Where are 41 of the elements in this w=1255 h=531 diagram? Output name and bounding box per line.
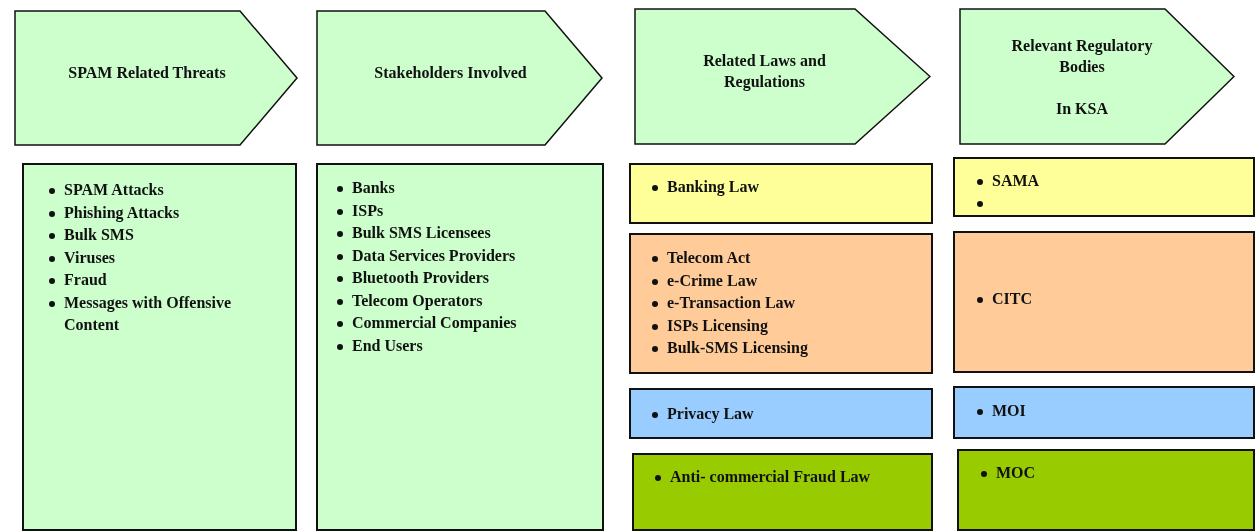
bullet-item: Anti- commercial Fraud Law	[670, 467, 872, 487]
list-panel	[316, 163, 604, 531]
bullet-item: MOC	[996, 463, 1037, 483]
bullet-item: Bluetooth Providers	[352, 268, 491, 288]
list-panel	[629, 388, 933, 439]
bullet-item: CITC	[992, 289, 1033, 309]
bullet-item: Telecom Act	[667, 248, 752, 268]
bullet-item: Viruses	[64, 247, 116, 268]
list-panel	[953, 157, 1255, 217]
heading-text: Stakeholders Involved	[374, 62, 527, 83]
bullet-item: Messages with Offensive Content	[64, 292, 233, 335]
bullet-item: e-Crime Law	[667, 270, 759, 291]
list-panel	[953, 386, 1255, 439]
bullet-item: Fraud	[64, 270, 108, 290]
list-panel	[957, 449, 1255, 531]
heading-text: Related Laws and Regulations	[702, 50, 827, 92]
bullet-item: ISPs Licensing	[667, 315, 769, 337]
bullet-item: Privacy Law	[667, 404, 755, 425]
bullet-item: SAMA	[992, 171, 1041, 191]
heading-text: In KSA	[1056, 98, 1108, 119]
bullet-item: End Users	[352, 335, 424, 356]
bullet-item: SPAM Attacks	[64, 180, 165, 200]
list-panel	[953, 231, 1255, 373]
list-panel	[22, 163, 297, 531]
heading-text: Relevant Regulatory Bodies	[1010, 35, 1154, 77]
bullet-item: Data Services Providers	[352, 245, 517, 266]
list-panel	[629, 233, 933, 374]
heading-text: SPAM Related Threats	[68, 62, 226, 83]
list-panel	[629, 163, 933, 224]
bullet-item: Banks	[352, 178, 396, 198]
bullet-item: Phishing Attacks	[64, 202, 181, 224]
bullet-item: Bulk SMS	[64, 225, 135, 245]
bullet-item: Commercial Companies	[352, 313, 518, 334]
bullet-item: e-Transaction Law	[667, 293, 797, 313]
bullet-item: ISPs	[352, 200, 385, 221]
list-panel	[632, 453, 933, 531]
bullet-item: Bulk SMS Licensees	[352, 223, 492, 243]
bullet-item: Banking Law	[667, 177, 761, 198]
bullet-item: MOI	[992, 401, 1027, 421]
bullet-item: Telecom Operators	[352, 290, 484, 312]
bullet-item: Bulk-SMS Licensing	[667, 338, 809, 359]
